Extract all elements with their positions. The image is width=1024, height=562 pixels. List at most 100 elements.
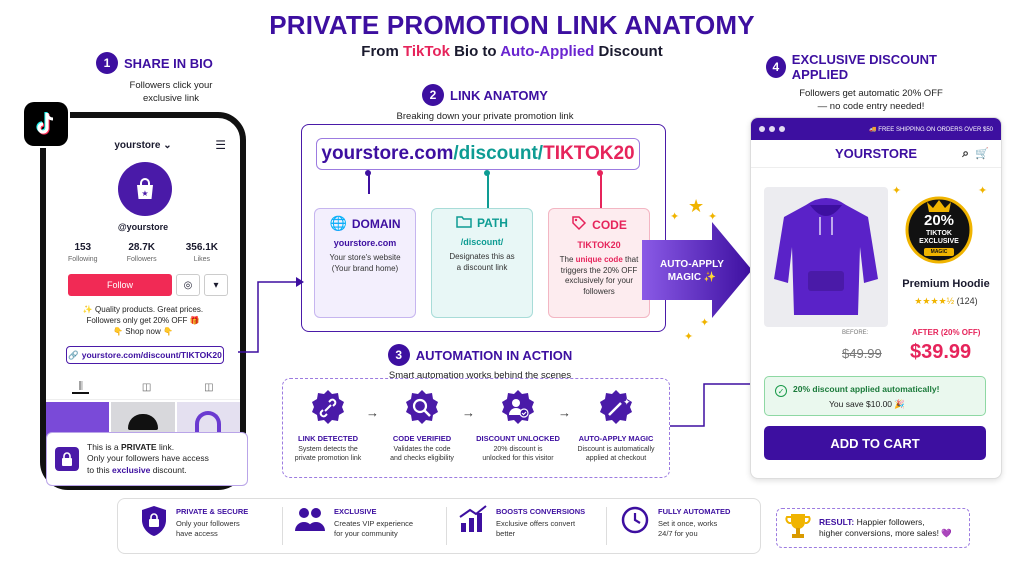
auto-apply-title: AUTO-APPLY MAGIC bbox=[578, 434, 654, 443]
code-value: TIKTOK20 bbox=[577, 240, 621, 250]
private-tab-icon[interactable]: ◫ bbox=[141, 382, 152, 393]
link-detected-desc1: System detects the bbox=[298, 446, 358, 453]
folder-icon bbox=[456, 215, 472, 231]
discount-applied-banner: ✓ 20% discount applied automatically! Yo… bbox=[764, 376, 986, 416]
subtitle-suffix: Discount bbox=[594, 43, 663, 60]
connector-dot-path bbox=[484, 170, 490, 176]
magic-wand-icon: ✦ bbox=[596, 388, 636, 428]
badge-percent: 20% bbox=[923, 212, 955, 229]
tiktok-logo-icon bbox=[24, 102, 68, 146]
private-link-note: This is a PRIVATE link. Only your follow… bbox=[46, 432, 248, 486]
savings-message: You save $10.00 🎉 bbox=[829, 399, 905, 409]
cart-icon[interactable]: 🛒 bbox=[975, 148, 989, 160]
arrow-right-icon: → bbox=[558, 405, 571, 420]
instagram-icon[interactable]: ◎ bbox=[176, 274, 200, 296]
step3-number: 3 bbox=[387, 344, 410, 366]
step4-number: 4 bbox=[766, 56, 786, 78]
clock-icon bbox=[620, 505, 650, 540]
hoodie-icon bbox=[774, 198, 878, 315]
before-label: BEFORE: bbox=[842, 330, 869, 336]
dropdown-icon[interactable]: ▾ bbox=[204, 274, 228, 296]
auto-apply-desc2: applied at checkout bbox=[585, 455, 647, 462]
follow-button[interactable]: Follow bbox=[68, 274, 172, 296]
discount-unlocked-desc1: 20% discount is bbox=[493, 446, 543, 453]
subtitle-auto: Auto-Applied bbox=[500, 43, 595, 60]
shopping-bag-icon: ★ bbox=[137, 178, 153, 199]
step2-sub: Breaking down your private promotion lin… bbox=[396, 111, 574, 122]
path-desc1: Designates this as bbox=[449, 252, 515, 261]
liked-tab-icon[interactable]: ◫ bbox=[204, 382, 214, 393]
url-display: yourstore.com/discount/TIKTOK20 bbox=[316, 138, 640, 170]
menu-icon[interactable]: ☰ bbox=[215, 138, 226, 152]
code-verified-desc2: and checks eligibility bbox=[390, 455, 454, 462]
step4-title: EXCLUSIVE DISCOUNT APPLIED bbox=[791, 52, 937, 82]
discount-unlocked-title: DISCOUNT UNLOCKED bbox=[476, 434, 560, 443]
feature-title: EXCLUSIVE bbox=[334, 507, 377, 516]
new-price: $39.99 bbox=[910, 341, 972, 363]
url-code: TIKTOK20 bbox=[543, 143, 635, 164]
bio-text: ✨ Quality products. Great prices. Follow… bbox=[54, 304, 232, 337]
applied-message: 20% discount applied automatically! bbox=[793, 384, 940, 394]
badge-ribbon: MAGIC bbox=[924, 248, 954, 256]
page-subtitle: From TikTok Bio to Auto-Applied Discount bbox=[0, 43, 1024, 60]
domain-desc1: Your store's website bbox=[329, 253, 401, 262]
sparkle-icon: ✦ bbox=[892, 185, 902, 197]
feature-title: FULLY AUTOMATED bbox=[658, 507, 731, 516]
anatomy-card-path: PATH /discount/ Designates this as a dis… bbox=[431, 208, 533, 318]
link-detected-title: LINK DETECTED bbox=[298, 434, 358, 443]
subtitle-mid: Bio to bbox=[449, 43, 501, 60]
connector-code bbox=[600, 172, 602, 208]
growth-chart-icon bbox=[458, 505, 488, 538]
code-verified-desc1: Validates the code bbox=[393, 446, 451, 453]
bio-line2: Followers only get 20% OFF 🎁 bbox=[86, 316, 200, 325]
path-value: /discount/ bbox=[460, 237, 504, 247]
domain-value: yourstore.com bbox=[333, 238, 397, 248]
search-icon[interactable]: ⌕ bbox=[962, 146, 969, 160]
chevron-down-icon[interactable]: ⌄ bbox=[163, 140, 172, 151]
page-title: PRIVATE PROMOTION LINK ANATOMY bbox=[269, 10, 755, 40]
add-to-cart-button[interactable]: ADD TO CART bbox=[764, 426, 986, 460]
star-icon: ★ bbox=[688, 196, 705, 216]
group-icon bbox=[294, 505, 326, 538]
store-name: YOURSTORE bbox=[834, 146, 918, 161]
step4-sub1: Followers get automatic 20% OFF bbox=[799, 88, 943, 99]
review-count: (124) bbox=[956, 296, 978, 306]
store-header: YOURSTORE ⌕ 🛒 bbox=[751, 140, 1001, 168]
step1-sub2: exclusive link bbox=[143, 93, 199, 104]
link-detected-desc2: private promotion link bbox=[294, 455, 362, 462]
lock-shield-icon bbox=[140, 505, 168, 542]
sparkle-icon: ✦ bbox=[670, 211, 680, 223]
phone-username: yourstore ⌄ bbox=[46, 140, 240, 151]
grid-tab-icon[interactable]: ⫼ bbox=[72, 381, 90, 394]
url-domain: yourstore.com bbox=[321, 143, 454, 164]
connector-path bbox=[487, 172, 489, 208]
automation-panel bbox=[282, 378, 670, 478]
after-label: AFTER (20% OFF) bbox=[912, 328, 981, 337]
subtitle-tiktok: TikTok bbox=[402, 43, 450, 60]
avatar: ★ bbox=[118, 162, 172, 216]
anatomy-card-domain: 🌐DOMAIN yourstore.com Your store's websi… bbox=[314, 208, 416, 318]
sparkle-icon: ✦ bbox=[708, 211, 718, 223]
step4-sub2: — no code entry needed! bbox=[817, 101, 925, 112]
bio-link[interactable]: 🔗yourstore.com/discount/TIKTOK20 bbox=[66, 346, 224, 364]
bio-line1: ✨ Quality products. Great prices. bbox=[82, 305, 204, 314]
bio-line3: 👇 Shop now 👇 bbox=[113, 327, 173, 336]
auto-apply-arrow bbox=[642, 222, 752, 318]
subtitle-prefix: From bbox=[361, 43, 403, 60]
private-note-text: This is a PRIVATE link. Only your follow… bbox=[87, 441, 209, 475]
globe-icon: 🌐 bbox=[329, 215, 347, 231]
connector-dot-code bbox=[597, 170, 603, 176]
connector-dot-domain bbox=[365, 170, 371, 176]
automation-step-discount-unlocked: DISCOUNT UNLOCKED 20% discount is unlock… bbox=[474, 388, 562, 463]
